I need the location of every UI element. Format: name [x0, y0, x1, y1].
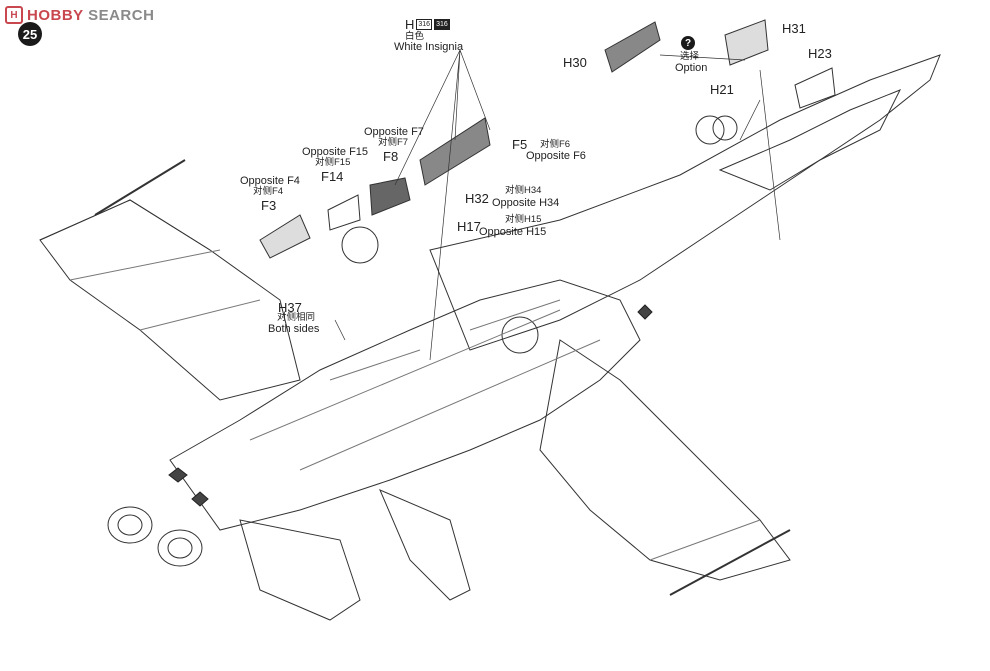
label-H37-cn: 对侧相同 [277, 312, 316, 323]
option-cn: 选择 [680, 51, 700, 62]
part-H23 [794, 67, 836, 109]
label-H17: H17 [457, 219, 481, 234]
nose-wheel [695, 115, 725, 145]
step-number: 25 [18, 22, 42, 46]
sprue-color-en: White Insignia [394, 41, 464, 53]
sprue-color-cn: 白色 [405, 31, 425, 42]
callout-lines [334, 49, 781, 361]
vertical-tail-left [239, 519, 361, 621]
part-H31 [724, 19, 769, 66]
label-H30: H30 [563, 55, 587, 70]
insignia-marks [168, 304, 653, 507]
nose-wheel-2 [712, 115, 738, 141]
option-en: Option [675, 62, 708, 74]
label-F14-cn: 对侧F15 [315, 157, 351, 168]
vertical-tail-right [379, 489, 471, 601]
wing-panel-lines [69, 249, 761, 561]
part-H30 [604, 21, 661, 73]
label-H17-cn: 对侧H15 [505, 214, 542, 225]
label-F3-cn: 对侧F4 [253, 186, 284, 197]
label-F5-en: Opposite F6 [526, 150, 586, 162]
label-H17-en: Opposite H15 [479, 226, 547, 238]
label-H23: H23 [808, 46, 832, 61]
part-F5 [419, 117, 491, 186]
label-F3-en: Opposite F4 [240, 175, 300, 187]
label-F14-en: Opposite F15 [302, 146, 369, 158]
label-H31: H31 [782, 21, 806, 36]
nozzle-left-inner [117, 514, 143, 536]
sprue-code: H 316 316 [405, 17, 450, 32]
sprue-code-a: 316 [416, 19, 433, 30]
brand-name-a: HOBBY [27, 6, 84, 24]
sprue-code-b: 316 [434, 19, 450, 30]
brand-logo: H HOBBY SEARCH [5, 6, 154, 24]
left-wing [39, 199, 301, 401]
label-H32-en: Opposite H34 [492, 197, 560, 209]
label-F5-cn: 对侧F6 [540, 139, 571, 150]
label-F5: F5 [512, 137, 528, 152]
main-wheel-right [501, 316, 539, 354]
label-F3: F3 [261, 198, 277, 213]
missile-left [94, 159, 186, 216]
nozzle-right-inner [167, 537, 193, 559]
label-F14: F14 [321, 169, 344, 184]
panel-lines [249, 299, 601, 471]
nozzle-right [157, 529, 203, 567]
label-H37-en: Both sides [268, 323, 320, 335]
label-F8: F8 [383, 149, 399, 164]
left-wing-leading-line [39, 199, 211, 251]
main-wheel-left [341, 226, 379, 264]
right-wing [539, 339, 791, 581]
part-F14 [327, 194, 361, 231]
fuselage-nose [429, 54, 941, 351]
label-H21: H21 [710, 82, 734, 97]
part-F8 [369, 177, 411, 216]
part-F3 [259, 214, 311, 259]
sprue-letter: H [405, 17, 415, 32]
nozzle-left [107, 506, 153, 544]
brand-name-b: SEARCH [88, 6, 155, 24]
label-F8-cn: 对侧F7 [378, 137, 409, 148]
brand-mark-icon: H [5, 6, 23, 24]
label-H37: H37 [278, 300, 302, 315]
fuselage-body [169, 279, 641, 531]
label-H32-cn: 对侧H34 [505, 185, 542, 196]
missile-right [669, 529, 791, 596]
cockpit-frame [718, 89, 902, 191]
question-icon: ? [681, 36, 695, 50]
label-H32: H32 [465, 191, 489, 206]
label-F8-en: Opposite F7 [364, 126, 424, 138]
